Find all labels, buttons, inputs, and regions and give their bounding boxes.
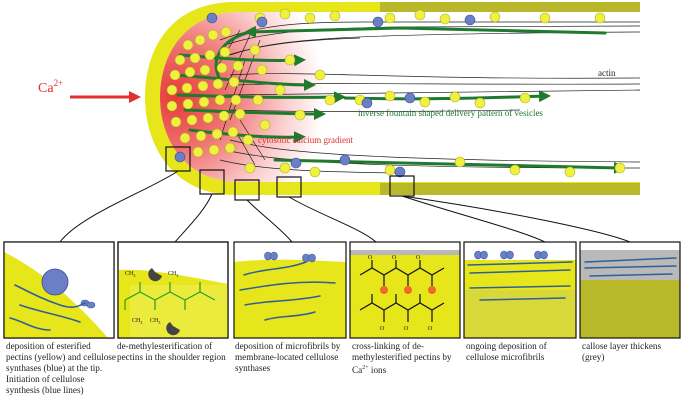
caption-calcium-superscript: 2+: [362, 365, 369, 371]
panel-demethylesterification: CH3 CH3 CH3 CH3: [117, 241, 229, 339]
zoom-connectors: [59, 170, 631, 243]
svg-text:CH3: CH3: [150, 318, 160, 325]
calcium-gradient-label: cytosolic calcium gradient: [258, 135, 353, 145]
pectin-vesicle: [41, 268, 69, 296]
actin-label: actin: [598, 68, 616, 78]
shank-wall-bottom: [380, 183, 640, 195]
shank-wall-top: [380, 2, 640, 12]
svg-text:O: O: [404, 326, 409, 332]
pectin-vesicles: [166, 8, 626, 178]
cellulose-synthase-vesicles: [174, 12, 476, 178]
microfibrils: [9, 284, 86, 331]
svg-text:O: O: [416, 255, 421, 261]
svg-text:O: O: [392, 255, 397, 261]
pollen-tube: Ca2+ actin inverse fountain shaped deliv…: [38, 2, 641, 243]
crosslinked-pectins: [359, 260, 445, 322]
panel-tip-deposition: [3, 241, 115, 339]
panel-callose-thickening: [579, 241, 681, 339]
caption-calcium-crosslinking: cross-linking of de-methylesterified pec…: [352, 341, 464, 376]
svg-text:O: O: [380, 326, 385, 332]
caption-ongoing-deposition: ongoing deposition of cellulose microfib…: [466, 341, 547, 362]
svg-text:O: O: [428, 326, 433, 332]
panel-microfibril-deposition: [233, 241, 347, 339]
svg-text:CH3: CH3: [168, 271, 178, 278]
pectin-chain: [124, 282, 216, 310]
pme-enzyme-2: [166, 322, 180, 336]
svg-text:O: O: [368, 255, 373, 261]
caption-demethylesterification: de-methylesterification of pectins in th…: [117, 341, 226, 362]
caption-microfibril-deposition: deposition of microfibrils by membrane-l…: [235, 341, 341, 373]
calcium-label: Ca2+: [38, 78, 63, 96]
caption-crosslinking-text: cross-linking of de-methylesterified pec…: [352, 341, 452, 376]
caption-tip-deposition: deposition of esterified pectins (yellow…: [6, 341, 116, 395]
svg-text:CH3: CH3: [125, 271, 135, 278]
delivery-pattern-label: inverse fountain shaped delivery pattern…: [358, 108, 543, 118]
panel-ongoing-deposition: [463, 241, 577, 339]
panel-calcium-crosslinking: O O O O O O: [349, 241, 461, 339]
pme-enzyme: [148, 268, 162, 282]
svg-text:CH3: CH3: [132, 318, 142, 325]
caption-callose-thickening: callose layer thickens (grey): [582, 341, 662, 362]
caption-ions-text: ions: [368, 365, 387, 376]
